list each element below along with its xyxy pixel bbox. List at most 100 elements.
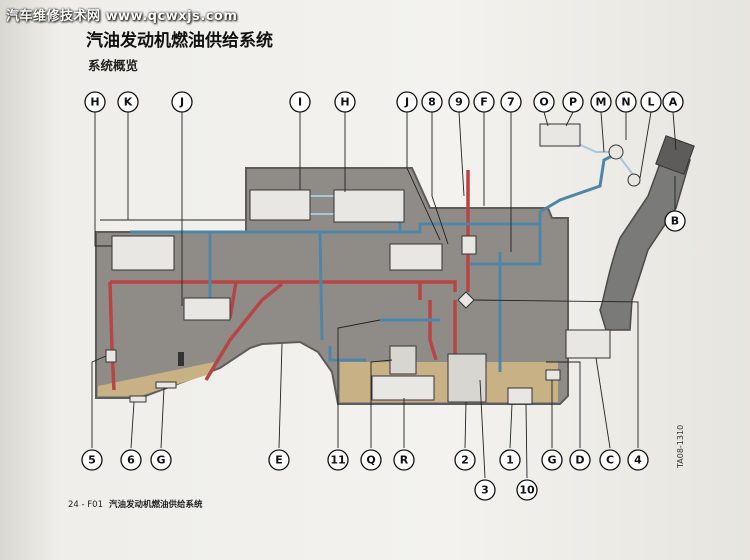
svg-text:2: 2: [461, 454, 469, 467]
callout-q: Q: [360, 449, 382, 471]
svg-text:A: A: [669, 96, 678, 109]
svg-text:F: F: [480, 96, 488, 109]
callout-i: I: [289, 91, 311, 113]
leader-lines: [91, 111, 677, 479]
callout-d: D: [569, 449, 591, 471]
pressure-regulator: [507, 387, 533, 405]
jet-pump-5: [105, 349, 117, 363]
filler-neck: [599, 147, 691, 331]
components: [105, 123, 641, 405]
callout-6: 6: [120, 449, 142, 471]
svg-text:I: I: [298, 96, 302, 109]
svg-text:8: 8: [428, 96, 436, 109]
svg-text:H: H: [90, 96, 99, 109]
callout-4: 4: [627, 449, 649, 471]
svg-text:Q: Q: [366, 454, 375, 467]
level-sensor-lower: [371, 375, 435, 401]
svg-text:B: B: [671, 215, 679, 228]
svg-text:7: 7: [507, 96, 515, 109]
footer-page-number: 24 - F01: [68, 500, 103, 510]
svg-text:5: 5: [88, 454, 96, 467]
supply-lines: [108, 170, 470, 391]
callout-g-2: G: [541, 449, 563, 471]
drawing-code: TA08-1310: [676, 424, 685, 468]
svg-text:H: H: [340, 96, 349, 109]
svg-text:G: G: [156, 454, 165, 467]
svg-text:6: 6: [127, 454, 135, 467]
callout-c: C: [599, 449, 621, 471]
svg-text:3: 3: [481, 484, 489, 497]
filter-housing: [389, 345, 417, 375]
rollover-valve: [627, 173, 641, 187]
callout-l: L: [640, 91, 662, 113]
page-title: 汽油发动机燃油供给系统: [86, 31, 273, 51]
svg-text:O: O: [539, 96, 548, 109]
svg-text:R: R: [400, 454, 409, 467]
callout-r: R: [393, 449, 415, 471]
section-subtitle: 系统概览: [88, 58, 139, 73]
page-footer: 24 - F01 汽油发动机燃油供给系统: [68, 498, 203, 510]
callout-h-2: H: [334, 91, 356, 113]
callout-g-1: G: [150, 449, 172, 471]
callout-o: O: [533, 91, 555, 113]
return-lines: [130, 152, 617, 372]
callout-n: N: [615, 91, 637, 113]
fuel-pump-module: [447, 353, 487, 403]
vent-valve-unit: [389, 243, 443, 271]
svg-text:P: P: [569, 96, 577, 109]
svg-text:10: 10: [519, 484, 535, 497]
filler-cap: [655, 135, 695, 175]
svg-text:D: D: [575, 454, 584, 467]
level-sensor-upper-right: [333, 189, 405, 223]
footer-caption: 汽油发动机燃油供给系统: [109, 500, 203, 510]
callout-m: M: [590, 91, 612, 113]
callout-a: A: [662, 91, 684, 113]
callout-5: 5: [81, 449, 103, 471]
callout-3: 3: [474, 479, 496, 501]
callout-9: 9: [448, 91, 470, 113]
fuel-feed-valve: [461, 235, 477, 255]
pressure-junction: [457, 291, 475, 309]
callout-e: E: [268, 449, 290, 471]
callout-1: 1: [499, 449, 521, 471]
callouts-top: H K J I H J 8 9 F 7 O P M N L A B: [84, 91, 686, 232]
level-sensor-upper-left: [249, 189, 311, 221]
callout-b: B: [664, 210, 686, 232]
svg-text:11: 11: [330, 454, 345, 467]
callout-j-2: J: [396, 91, 418, 113]
level-float-left: [178, 352, 184, 366]
svg-text:L: L: [647, 96, 654, 109]
purge-valve: [539, 123, 581, 147]
svg-text:G: G: [547, 454, 556, 467]
svg-text:9: 9: [455, 96, 463, 109]
callouts-bottom: 5 6 G E 11 Q R 2 3 1 10 G D C 4: [81, 449, 649, 501]
callout-h-1: H: [84, 91, 106, 113]
callout-7: 7: [500, 91, 522, 113]
site-watermark: 汽车维修技术网 www.qcwxjs.com: [6, 9, 238, 24]
fuel-level-left: [98, 362, 214, 396]
svg-text:J: J: [404, 96, 409, 109]
suction-jet-pump-left: [111, 235, 175, 271]
sensor-g-left: [155, 381, 177, 389]
svg-text:K: K: [124, 96, 133, 109]
callout-11: 11: [327, 449, 349, 471]
svg-text:C: C: [606, 454, 614, 467]
svg-text:1: 1: [506, 454, 514, 467]
svg-text:4: 4: [634, 454, 642, 467]
callout-f: F: [473, 91, 495, 113]
sensor-6: [129, 395, 147, 403]
callout-p: P: [562, 91, 584, 113]
svg-text:J: J: [179, 96, 184, 109]
svg-text:N: N: [621, 96, 630, 109]
svg-text:M: M: [596, 96, 607, 109]
callout-j-1: J: [171, 91, 193, 113]
callout-10: 10: [516, 479, 538, 501]
callout-8: 8: [421, 91, 443, 113]
svg-text:E: E: [275, 454, 283, 467]
fuel-tank: [95, 167, 569, 405]
sensor-g-right: [545, 369, 561, 381]
jet-pump-mid: [183, 297, 231, 321]
activated-charcoal-canister: [565, 329, 611, 359]
